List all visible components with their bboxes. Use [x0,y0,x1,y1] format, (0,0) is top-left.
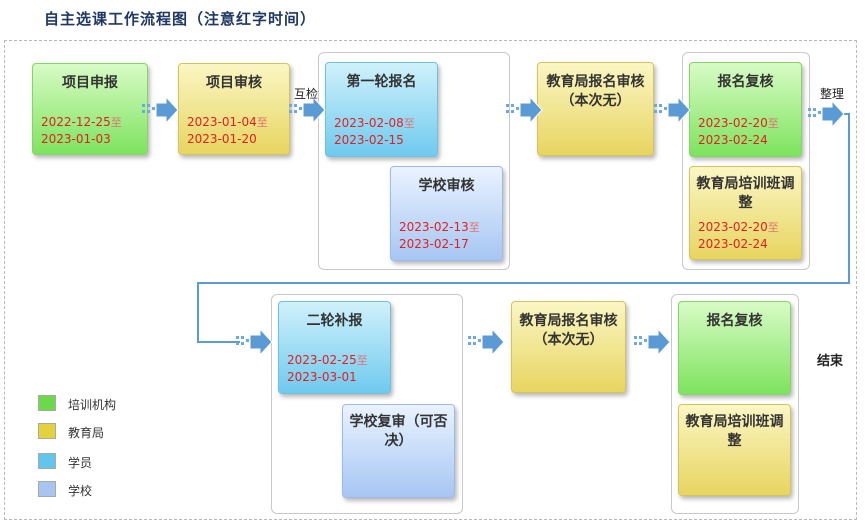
node-title: 学校复审（可否决） [349,414,448,449]
node-training-adjust-2: 教育局培训班调整 [678,404,791,496]
legend-label: 教育局 [68,426,105,440]
node-school-recheck: 学校复审（可否决） [342,404,455,498]
node-project-review: 项目审核 2023-01-04至 2023-01-20 [178,63,290,155]
legend-swatch [38,481,56,497]
label-organize: 整理 [820,87,845,101]
arrow-icon [468,329,505,355]
node-bureau-review-1: 教育局报名审核（本次无） [537,62,654,156]
arrow-icon [654,97,691,123]
node-training-adjust-1: 教育局培训班调整 2023-02-20至 2023-02-24 [689,166,802,260]
node-title: 第一轮报名 [346,74,417,90]
node-round2: 二轮补报 2023-02-25至 2023-03-01 [278,301,391,394]
node-title: 教育局培训班调整 [685,414,784,449]
node-school-review: 学校审核 2023-02-13至 2023-02-17 [390,166,503,261]
arrow-icon [236,329,273,355]
node-title: 学校审核 [418,178,475,194]
node-title: 二轮补报 [306,313,363,329]
arrow-icon [142,97,179,123]
node-bureau-review-2: 教育局报名审核（本次无） [511,301,626,393]
node-title: 教育局培训班调整 [696,176,795,211]
node-recheck-2: 报名复核 [678,301,791,395]
arrow-icon [289,97,326,123]
node-date-range: 2022-12-25至 2023-01-03 [41,115,122,146]
legend-swatch [38,395,56,411]
label-end: 结束 [817,354,844,369]
node-date-range: 2023-01-04至 2023-01-20 [187,115,268,146]
node-round1: 第一轮报名 2023-02-08至 2023-02-15 [325,62,438,157]
arrow-icon [808,101,845,127]
flowchart-frame [4,40,857,520]
page-title: 自主选课工作流程图（注意红字时间） [44,10,317,28]
node-project-apply: 项目申报 2022-12-25至 2023-01-03 [32,63,148,155]
legend-swatch [38,423,56,439]
label-cross-check: 互检 [294,87,319,101]
node-date-range: 2023-02-13至 2023-02-17 [399,220,480,251]
node-date-range: 2023-02-25至 2023-03-01 [287,353,368,384]
arrow-icon [506,97,543,123]
node-date-range: 2023-02-08至 2023-02-15 [334,116,415,147]
legend-label: 学员 [68,456,93,470]
arrow-icon [634,329,671,355]
node-recheck-1: 报名复核 2023-02-20至 2023-02-24 [689,62,802,157]
node-title: 项目申报 [62,75,118,91]
legend-label: 学校 [68,484,93,498]
node-title: 教育局报名审核（本次无） [546,74,645,109]
node-title: 项目审核 [206,75,262,91]
node-date-range: 2023-02-20至 2023-02-24 [698,220,779,251]
node-date-range: 2023-02-20至 2023-02-24 [698,116,779,147]
node-title: 报名复核 [717,74,774,90]
node-title: 报名复核 [706,313,763,329]
legend-swatch [38,453,56,469]
node-title: 教育局报名审核（本次无） [519,313,618,348]
legend-label: 培训机构 [68,398,117,412]
